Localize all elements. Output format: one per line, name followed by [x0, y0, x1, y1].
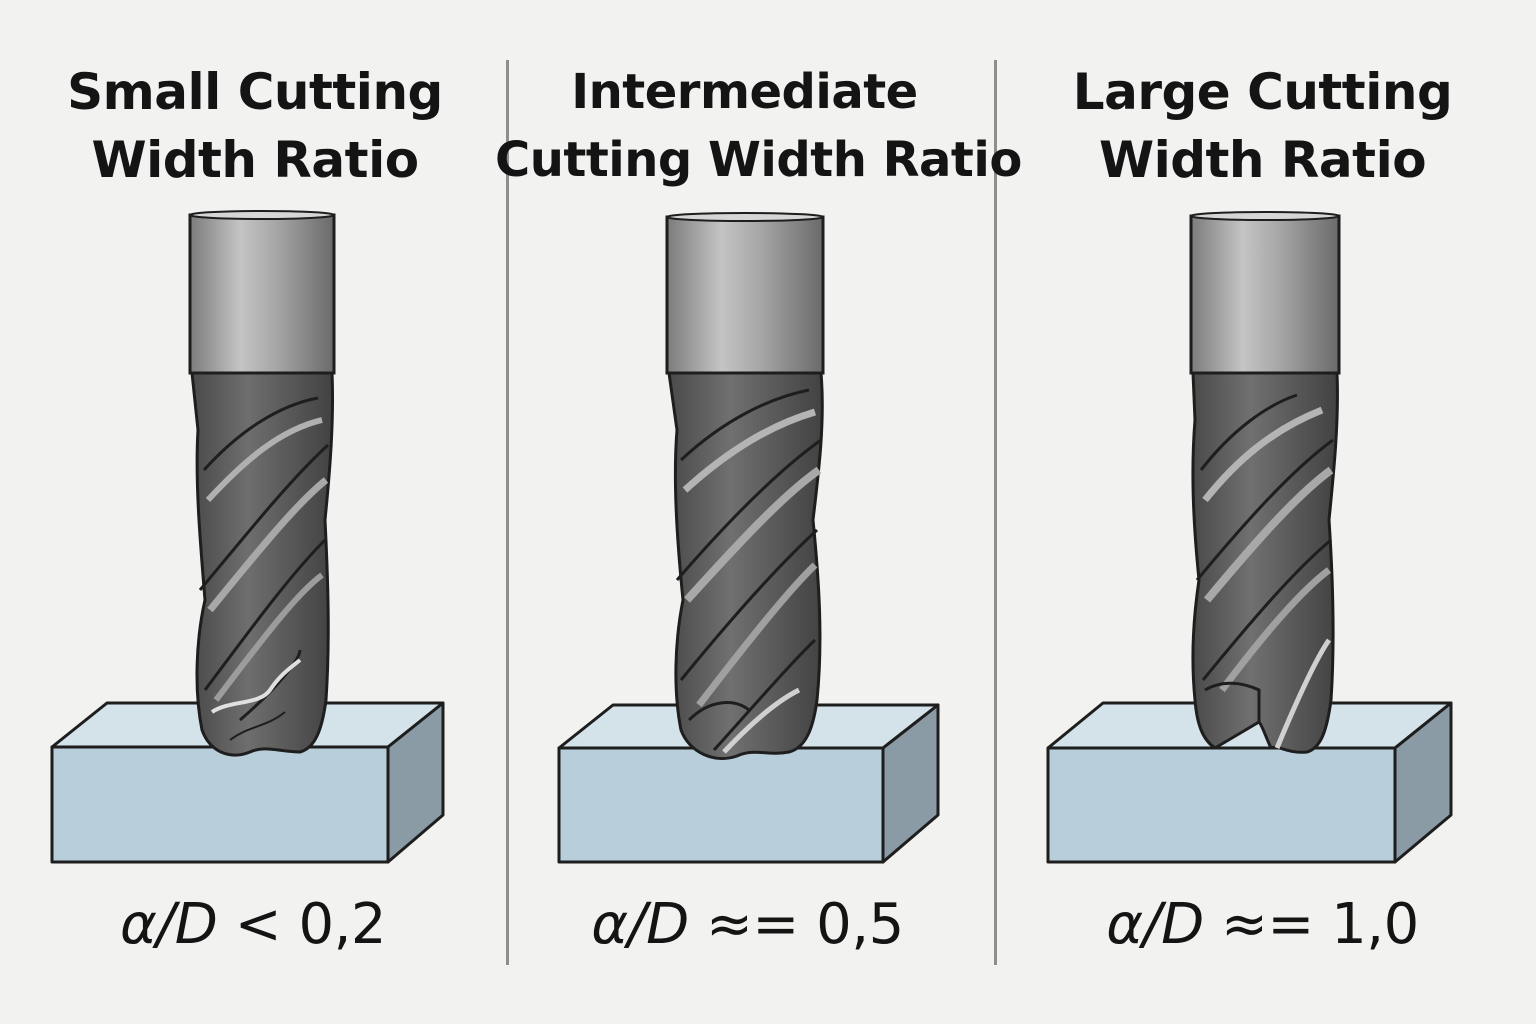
end-mill-illustration	[557, 212, 940, 864]
title-line-2: Width Ratio	[91, 131, 419, 189]
ratio-formula: α/D ≈= 0,5	[501, 892, 994, 957]
tool-flutes	[190, 371, 335, 757]
title-line-2: Cutting Width Ratio	[495, 132, 1022, 188]
tool-shank	[665, 212, 825, 375]
panel-intermediate-ratio: Intermediate Cutting Width Ratio	[495, 0, 1022, 1024]
title-line-2: Width Ratio	[1098, 131, 1427, 189]
formula-relation: ≈= 0,5	[706, 892, 904, 957]
formula-variable: α/D	[1106, 892, 1204, 957]
ratio-formula: α/D < 0,2	[0, 892, 506, 957]
panel-divider-right	[994, 60, 997, 965]
title-line-1: Small Cutting	[67, 63, 443, 121]
panel-small-ratio: Small Cutting Width Ratio	[0, 0, 506, 1024]
tool-shank	[188, 210, 336, 375]
panel-title: Large Cutting Width Ratio	[989, 58, 1536, 194]
end-mill-illustration	[1046, 211, 1453, 864]
formula-variable: α/D	[591, 892, 689, 957]
tool-flutes	[1191, 371, 1339, 754]
panel-large-ratio: Large Cutting Width Ratio	[997, 0, 1536, 1024]
title-line-1: Intermediate	[571, 64, 918, 120]
title-line-1: Large Cutting	[1072, 63, 1453, 121]
end-mill-illustration	[50, 210, 445, 864]
ratio-formula: α/D ≈= 1,0	[989, 892, 1536, 957]
panel-title: Small Cutting Width Ratio	[4, 58, 506, 194]
workpiece-block	[557, 703, 940, 864]
panel-divider-left	[506, 60, 509, 965]
tool-flutes	[667, 371, 824, 760]
tool-shank	[1189, 211, 1341, 375]
formula-variable: α/D	[120, 892, 218, 957]
formula-relation: < 0,2	[234, 892, 387, 957]
formula-relation: ≈= 1,0	[1221, 892, 1419, 957]
panel-title: Intermediate Cutting Width Ratio	[495, 58, 1022, 194]
